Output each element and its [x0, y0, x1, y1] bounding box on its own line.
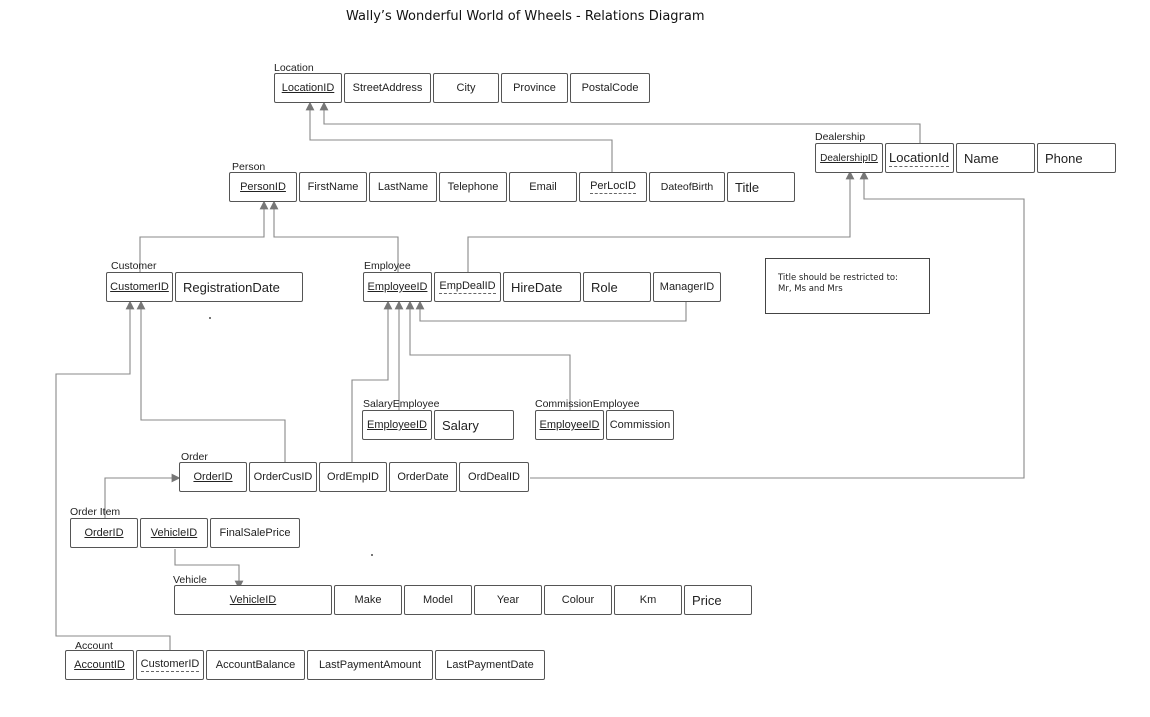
person-perlocid-field: PerLocID [579, 172, 647, 202]
connector-dealership-locationid [319, 101, 921, 143]
account-lastpaymentdate-field: LastPaymentDate [435, 650, 545, 680]
location-streetaddress-field: StreetAddress [344, 73, 431, 103]
order-orderid-field: OrderID [179, 462, 247, 492]
connector-employeeid-personid [269, 200, 399, 272]
employee-role-field: Role [583, 272, 651, 302]
person-lastname-field: LastName [369, 172, 437, 202]
order-table-name: Order [181, 451, 208, 463]
employee-hiredate-field: HireDate [503, 272, 581, 302]
location-province-field: Province [501, 73, 568, 103]
page-title: Wally’s Wonderful World of Wheels - Rela… [346, 9, 705, 24]
order-table: OrderID OrderCusID OrdEmpID OrderDate Or… [179, 462, 531, 492]
commissionemployee-table: EmployeeID Commission [535, 410, 676, 440]
commissionemployee-employeeid-field: EmployeeID [535, 410, 604, 440]
orderitem-vehicleid-field: VehicleID [140, 518, 208, 548]
title-restriction-note: Title should be restricted to: Mr, Ms an… [765, 258, 930, 314]
salaryemployee-employeeid-field: EmployeeID [362, 410, 432, 440]
order-ordempid-field: OrdEmpID [319, 462, 387, 492]
person-title-field: Title [727, 172, 795, 202]
orderitem-orderid-field: OrderID [70, 518, 138, 548]
person-telephone-field: Telephone [439, 172, 507, 202]
dealership-name-field: Name [956, 143, 1035, 173]
location-table-name: Location [274, 62, 314, 74]
customer-table: CustomerID RegistrationDate [106, 272, 305, 302]
location-locationid-field: LocationID [274, 73, 342, 103]
account-table: AccountID CustomerID AccountBalance Last… [65, 650, 547, 680]
person-dateofbirth-field: DateofBirth [649, 172, 725, 202]
vehicle-vehicleid-field: VehicleID [174, 585, 332, 615]
account-lastpaymentamount-field: LastPaymentAmount [307, 650, 433, 680]
connector-orderitem-vehicleid [174, 549, 244, 590]
location-postalcode-field: PostalCode [570, 73, 650, 103]
connector-commissionemployee-employeeid [405, 300, 571, 410]
connector-empdealid-dealershipid [467, 170, 855, 272]
employee-table-name: Employee [364, 260, 411, 272]
employee-table: EmployeeID EmpDealID HireDate Role Manag… [363, 272, 723, 302]
salaryemployee-table-name: SalaryEmployee [363, 398, 440, 410]
salaryemployee-table: EmployeeID Salary [362, 410, 516, 440]
connector-managerid-employeeid [415, 300, 687, 322]
person-personid-field: PersonID [229, 172, 297, 202]
orderitem-finalsaleprice-field: FinalSalePrice [210, 518, 300, 548]
vehicle-year-field: Year [474, 585, 542, 615]
vehicle-km-field: Km [614, 585, 682, 615]
connector-orderitem-orderid [104, 473, 181, 518]
customer-table-name: Customer [111, 260, 157, 272]
location-city-field: City [433, 73, 499, 103]
dealership-table: DealershipID LocationId Name Phone [815, 143, 1118, 173]
vehicle-colour-field: Colour [544, 585, 612, 615]
connector-perlocid-locationid [305, 101, 613, 172]
person-table-name: Person [232, 161, 266, 173]
person-email-field: Email [509, 172, 577, 202]
commissionemployee-commission-field: Commission [606, 410, 674, 440]
person-table: PersonID FirstName LastName Telephone Em… [229, 172, 797, 202]
commissionemployee-table-name: CommissionEmployee [535, 398, 640, 410]
vehicle-table: VehicleID Make Model Year Colour Km Pric… [174, 585, 754, 615]
connector-orddealid-dealershipid [530, 170, 1025, 479]
connector-customerid-personid [139, 200, 269, 272]
account-table-name: Account [75, 640, 113, 652]
vehicle-price-field: Price [684, 585, 752, 615]
customer-customerid-field: CustomerID [106, 272, 173, 302]
orderitem-table-name: Order Item [70, 506, 121, 518]
dealership-dealershipid-field: DealershipID [815, 143, 883, 173]
employee-employeeid-field: EmployeeID [363, 272, 432, 302]
vehicle-table-name: Vehicle [173, 574, 207, 586]
stray-dot [371, 554, 373, 556]
location-table: LocationID StreetAddress City Province P… [274, 73, 652, 103]
dealership-phone-field: Phone [1037, 143, 1116, 173]
note-line-1: Title should be restricted to: [778, 273, 898, 283]
salaryemployee-salary-field: Salary [434, 410, 514, 440]
account-accountid-field: AccountID [65, 650, 134, 680]
connector-ordempid-employeeid [351, 300, 393, 462]
employee-empdealid-field: EmpDealID [434, 272, 501, 302]
dealership-locationid-field: LocationId [885, 143, 954, 173]
note-line-2: Mr, Ms and Mrs [778, 284, 843, 294]
order-ordercusid-field: OrderCusID [249, 462, 317, 492]
employee-managerid-field: ManagerID [653, 272, 721, 302]
person-firstname-field: FirstName [299, 172, 367, 202]
order-orddealid-field: OrdDealID [459, 462, 529, 492]
connector-account-customerid [55, 300, 171, 650]
vehicle-model-field: Model [404, 585, 472, 615]
customer-registrationdate-field: RegistrationDate [175, 272, 303, 302]
order-orderdate-field: OrderDate [389, 462, 457, 492]
dealership-table-name: Dealership [815, 131, 866, 143]
account-accountbalance-field: AccountBalance [206, 650, 305, 680]
connector-ordercusid-customerid [136, 300, 286, 462]
orderitem-table: OrderID VehicleID FinalSalePrice [70, 518, 302, 548]
account-customerid-field: CustomerID [136, 650, 204, 680]
vehicle-make-field: Make [334, 585, 402, 615]
stray-dot [209, 317, 211, 319]
